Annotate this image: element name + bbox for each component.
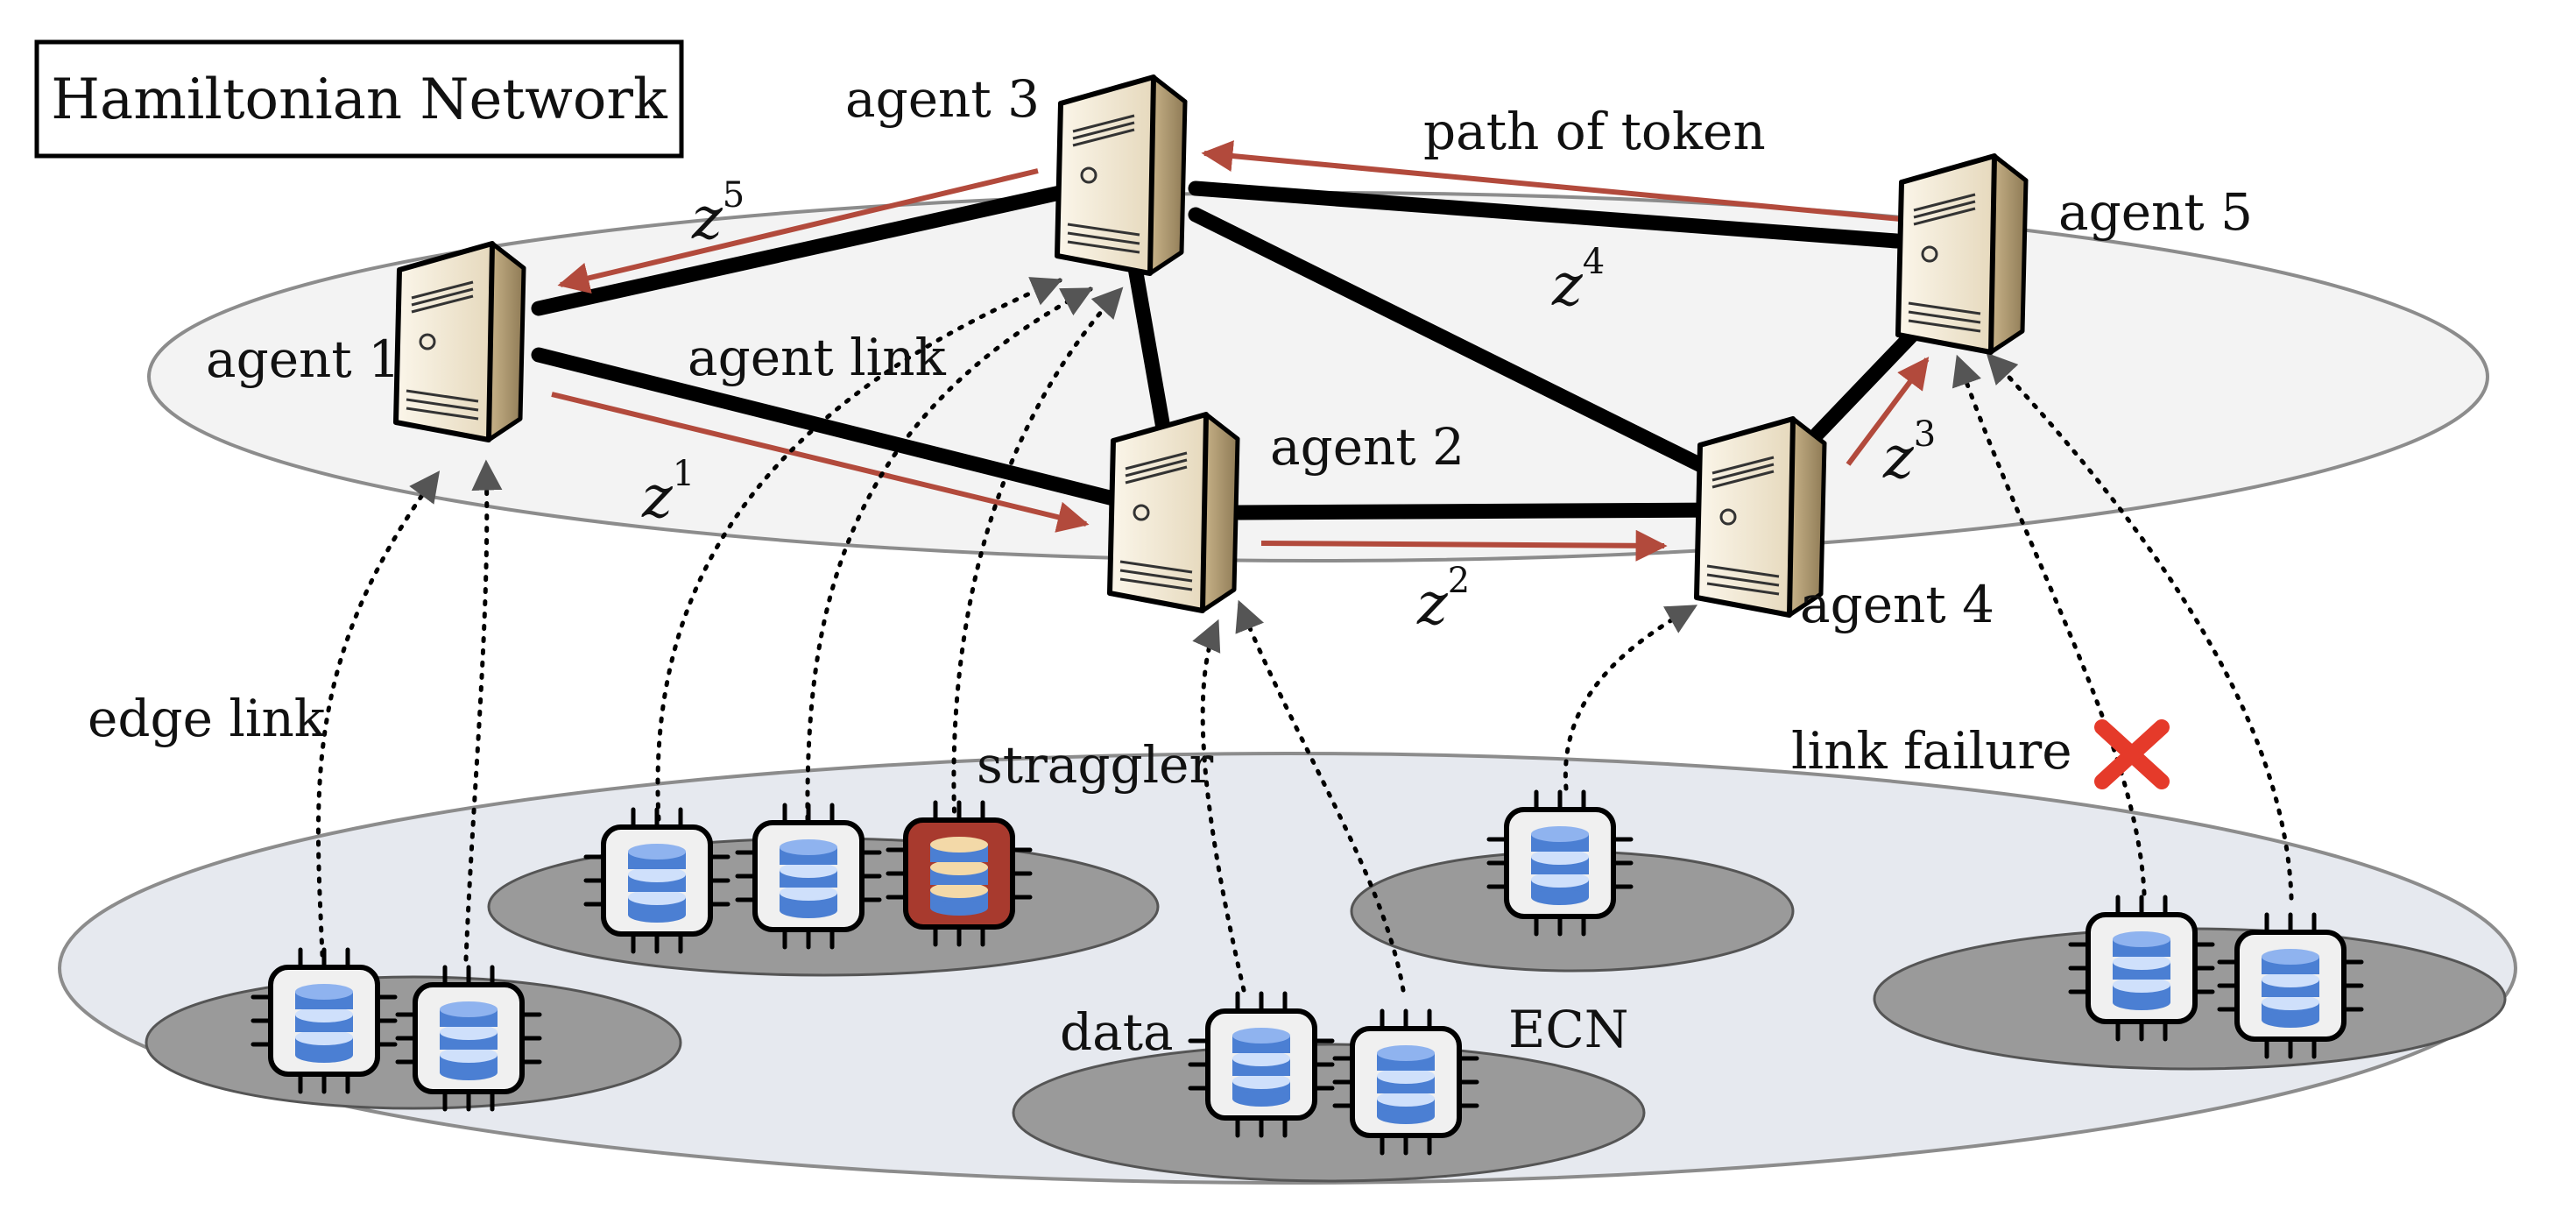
agent-link-3-5: [1188, 180, 1904, 249]
link-failure-icon: [2094, 719, 2170, 789]
agent-5-server: [1898, 156, 2026, 352]
agent-link-1-3: [531, 185, 1068, 316]
token-z2: z2: [1416, 561, 1470, 638]
ecn-chip: [586, 810, 728, 952]
edge-link: [315, 470, 441, 958]
ecn-chip: [2220, 915, 2361, 1057]
edge-link: [463, 459, 503, 962]
ecn-chip: [1335, 1011, 1477, 1153]
edge-links: [315, 277, 2294, 993]
token-z1: z1: [641, 454, 695, 531]
ecn-chip: [2071, 897, 2213, 1039]
diagram-title: Hamiltonian Network: [51, 67, 668, 132]
ecn-chip: [1489, 792, 1631, 934]
token-arrow-3-1: [557, 168, 1039, 294]
agent-link-4-5: [1810, 321, 1926, 442]
edge-link: [1951, 354, 2147, 896]
agent-link-3-2: [1126, 255, 1173, 446]
agent-link-2-4: [1232, 502, 1729, 520]
token-arrow-5-3: [1201, 140, 1902, 222]
path-of-token-label: path of token: [1423, 102, 1766, 161]
ecn-chip: [1190, 994, 1332, 1135]
agent-3-server: [1057, 77, 1185, 273]
agent-link-3-4: [1188, 207, 1716, 477]
token-arrow-2-4: [1260, 529, 1668, 562]
agent-4-label: agent 4: [1800, 575, 1994, 634]
cluster-shadow: [1012, 1043, 1646, 1183]
agent-links: [531, 180, 1926, 520]
link-failure-label: link failure: [1791, 721, 2072, 781]
data-label: data: [1060, 1002, 1174, 1062]
edge-link: [951, 287, 1124, 826]
edge-link: [805, 287, 1094, 822]
agent-2-label: agent 2: [1270, 417, 1464, 477]
edge-link: [655, 277, 1063, 822]
edge-link: [1192, 619, 1246, 993]
ecn-chip: [253, 950, 395, 1092]
agent-5-label: agent 5: [2058, 182, 2253, 242]
token-arrow-1-2: [551, 392, 1090, 533]
token-z4: z4: [1551, 242, 1605, 319]
edge-link: [1235, 599, 1406, 993]
ecn-label: ECN: [1508, 1000, 1628, 1059]
ecn-chip: [738, 805, 879, 947]
edge-link-label: edge link: [88, 689, 326, 748]
token-path: [551, 140, 1930, 562]
agent-1-server: [396, 244, 524, 440]
token-z5: z5: [691, 175, 745, 252]
edge-link: [1986, 352, 2294, 901]
straggler-chip: [888, 803, 1030, 944]
agent-3-label: agent 3: [845, 69, 1040, 129]
straggler-label: straggler: [977, 735, 1214, 795]
title-box: [34, 39, 684, 159]
agent-link-label: agent link: [688, 328, 947, 387]
token-arrow-4-5: [1846, 357, 1930, 466]
token-z3: z3: [1882, 414, 1936, 492]
ecn-chip: [398, 967, 540, 1109]
agent-1-label: agent 1: [206, 329, 400, 389]
agent-link-1-2: [531, 347, 1125, 507]
agent-2-server: [1110, 414, 1238, 611]
